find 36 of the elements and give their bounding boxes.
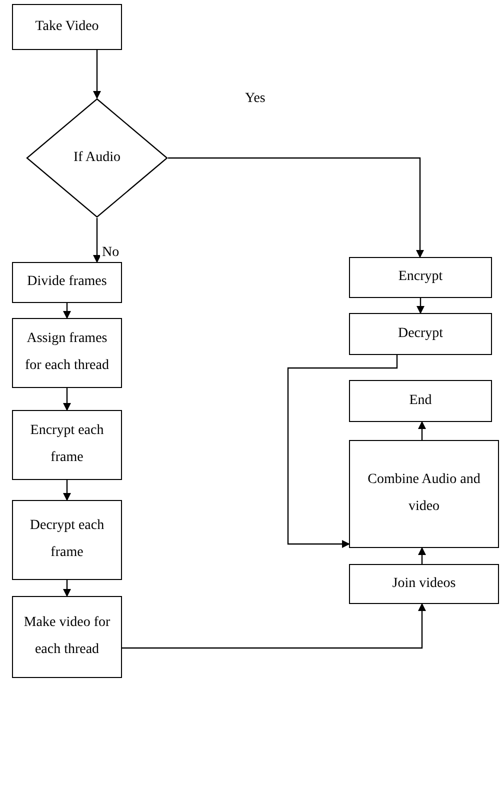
node-label: Decrypt each frame — [28, 517, 106, 562]
arrow — [63, 303, 71, 319]
node-label: Encrypt each frame — [29, 422, 105, 467]
arrow — [93, 50, 101, 99]
process-box — [12, 262, 122, 303]
node-label: Join videos — [392, 574, 456, 593]
process-box — [12, 500, 122, 580]
process-box — [12, 318, 122, 388]
process-box — [349, 380, 492, 422]
node-label: If Audio — [73, 148, 121, 167]
node-label: Make video for each thread — [22, 614, 112, 659]
arrow — [63, 580, 71, 597]
arrow — [93, 218, 101, 263]
arrow — [418, 421, 426, 440]
node-label: End — [409, 392, 432, 410]
node-label: Assign frames for each thread — [24, 330, 110, 375]
process-box — [12, 4, 122, 50]
arrow — [416, 298, 424, 314]
arrow — [287, 355, 398, 548]
process-box — [349, 313, 492, 355]
arrow — [63, 388, 71, 411]
process-box — [12, 596, 122, 678]
process-box — [349, 440, 499, 548]
node-label: Divide frames — [27, 273, 107, 292]
node-label: Take Video — [35, 18, 99, 36]
arrow — [63, 480, 71, 501]
node-label: Decrypt — [398, 324, 444, 343]
arrow — [418, 547, 426, 564]
node-label: Combine Audio and video — [366, 471, 482, 516]
process-box — [12, 410, 122, 480]
arrow — [122, 603, 426, 649]
node-label: Encrypt — [398, 268, 443, 286]
arrow — [168, 157, 424, 258]
process-box — [349, 564, 499, 604]
decision-diamond — [26, 98, 168, 218]
process-box — [349, 257, 492, 298]
